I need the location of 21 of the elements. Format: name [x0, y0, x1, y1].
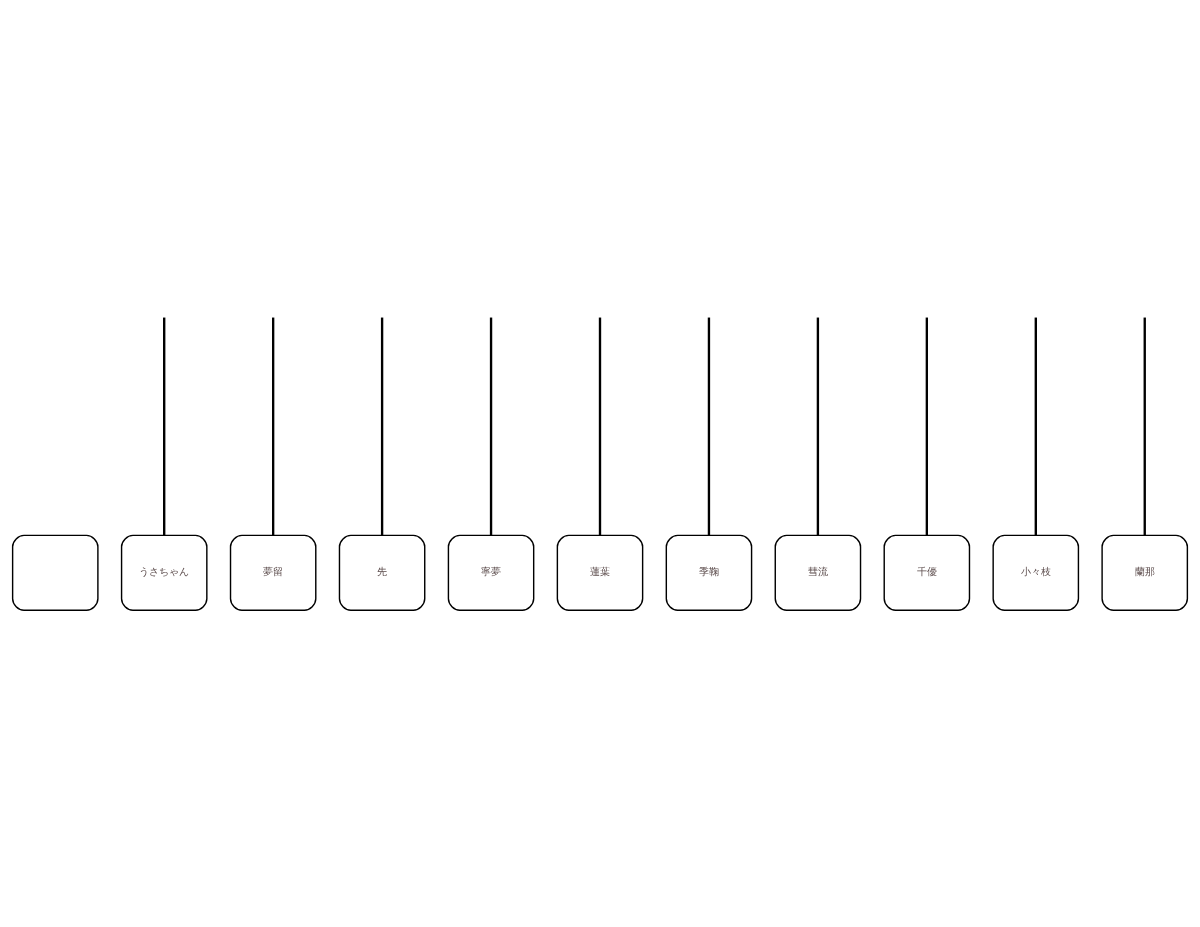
node-box: 季鞠 [665, 534, 753, 611]
node-box: 寧夢 [447, 534, 535, 611]
node-box: 千優 [883, 534, 971, 611]
connector [925, 317, 929, 536]
node-box [11, 534, 99, 611]
node-box: 彗流 [774, 534, 862, 611]
node-box: うさちゃん [120, 534, 208, 611]
connector [380, 317, 384, 536]
node-box: 蓮葉 [556, 534, 644, 611]
node-box: 夢留 [229, 534, 317, 611]
connector [163, 317, 166, 536]
connector [489, 317, 493, 536]
connector [1143, 317, 1146, 536]
node-box: 蘭那 [1101, 534, 1189, 611]
connector [598, 317, 602, 536]
connector [271, 317, 275, 536]
node-box: 小々枝 [992, 534, 1080, 611]
connector [707, 317, 711, 536]
node-box: 先 [338, 534, 426, 611]
connector [1034, 317, 1037, 536]
connector [816, 317, 820, 536]
